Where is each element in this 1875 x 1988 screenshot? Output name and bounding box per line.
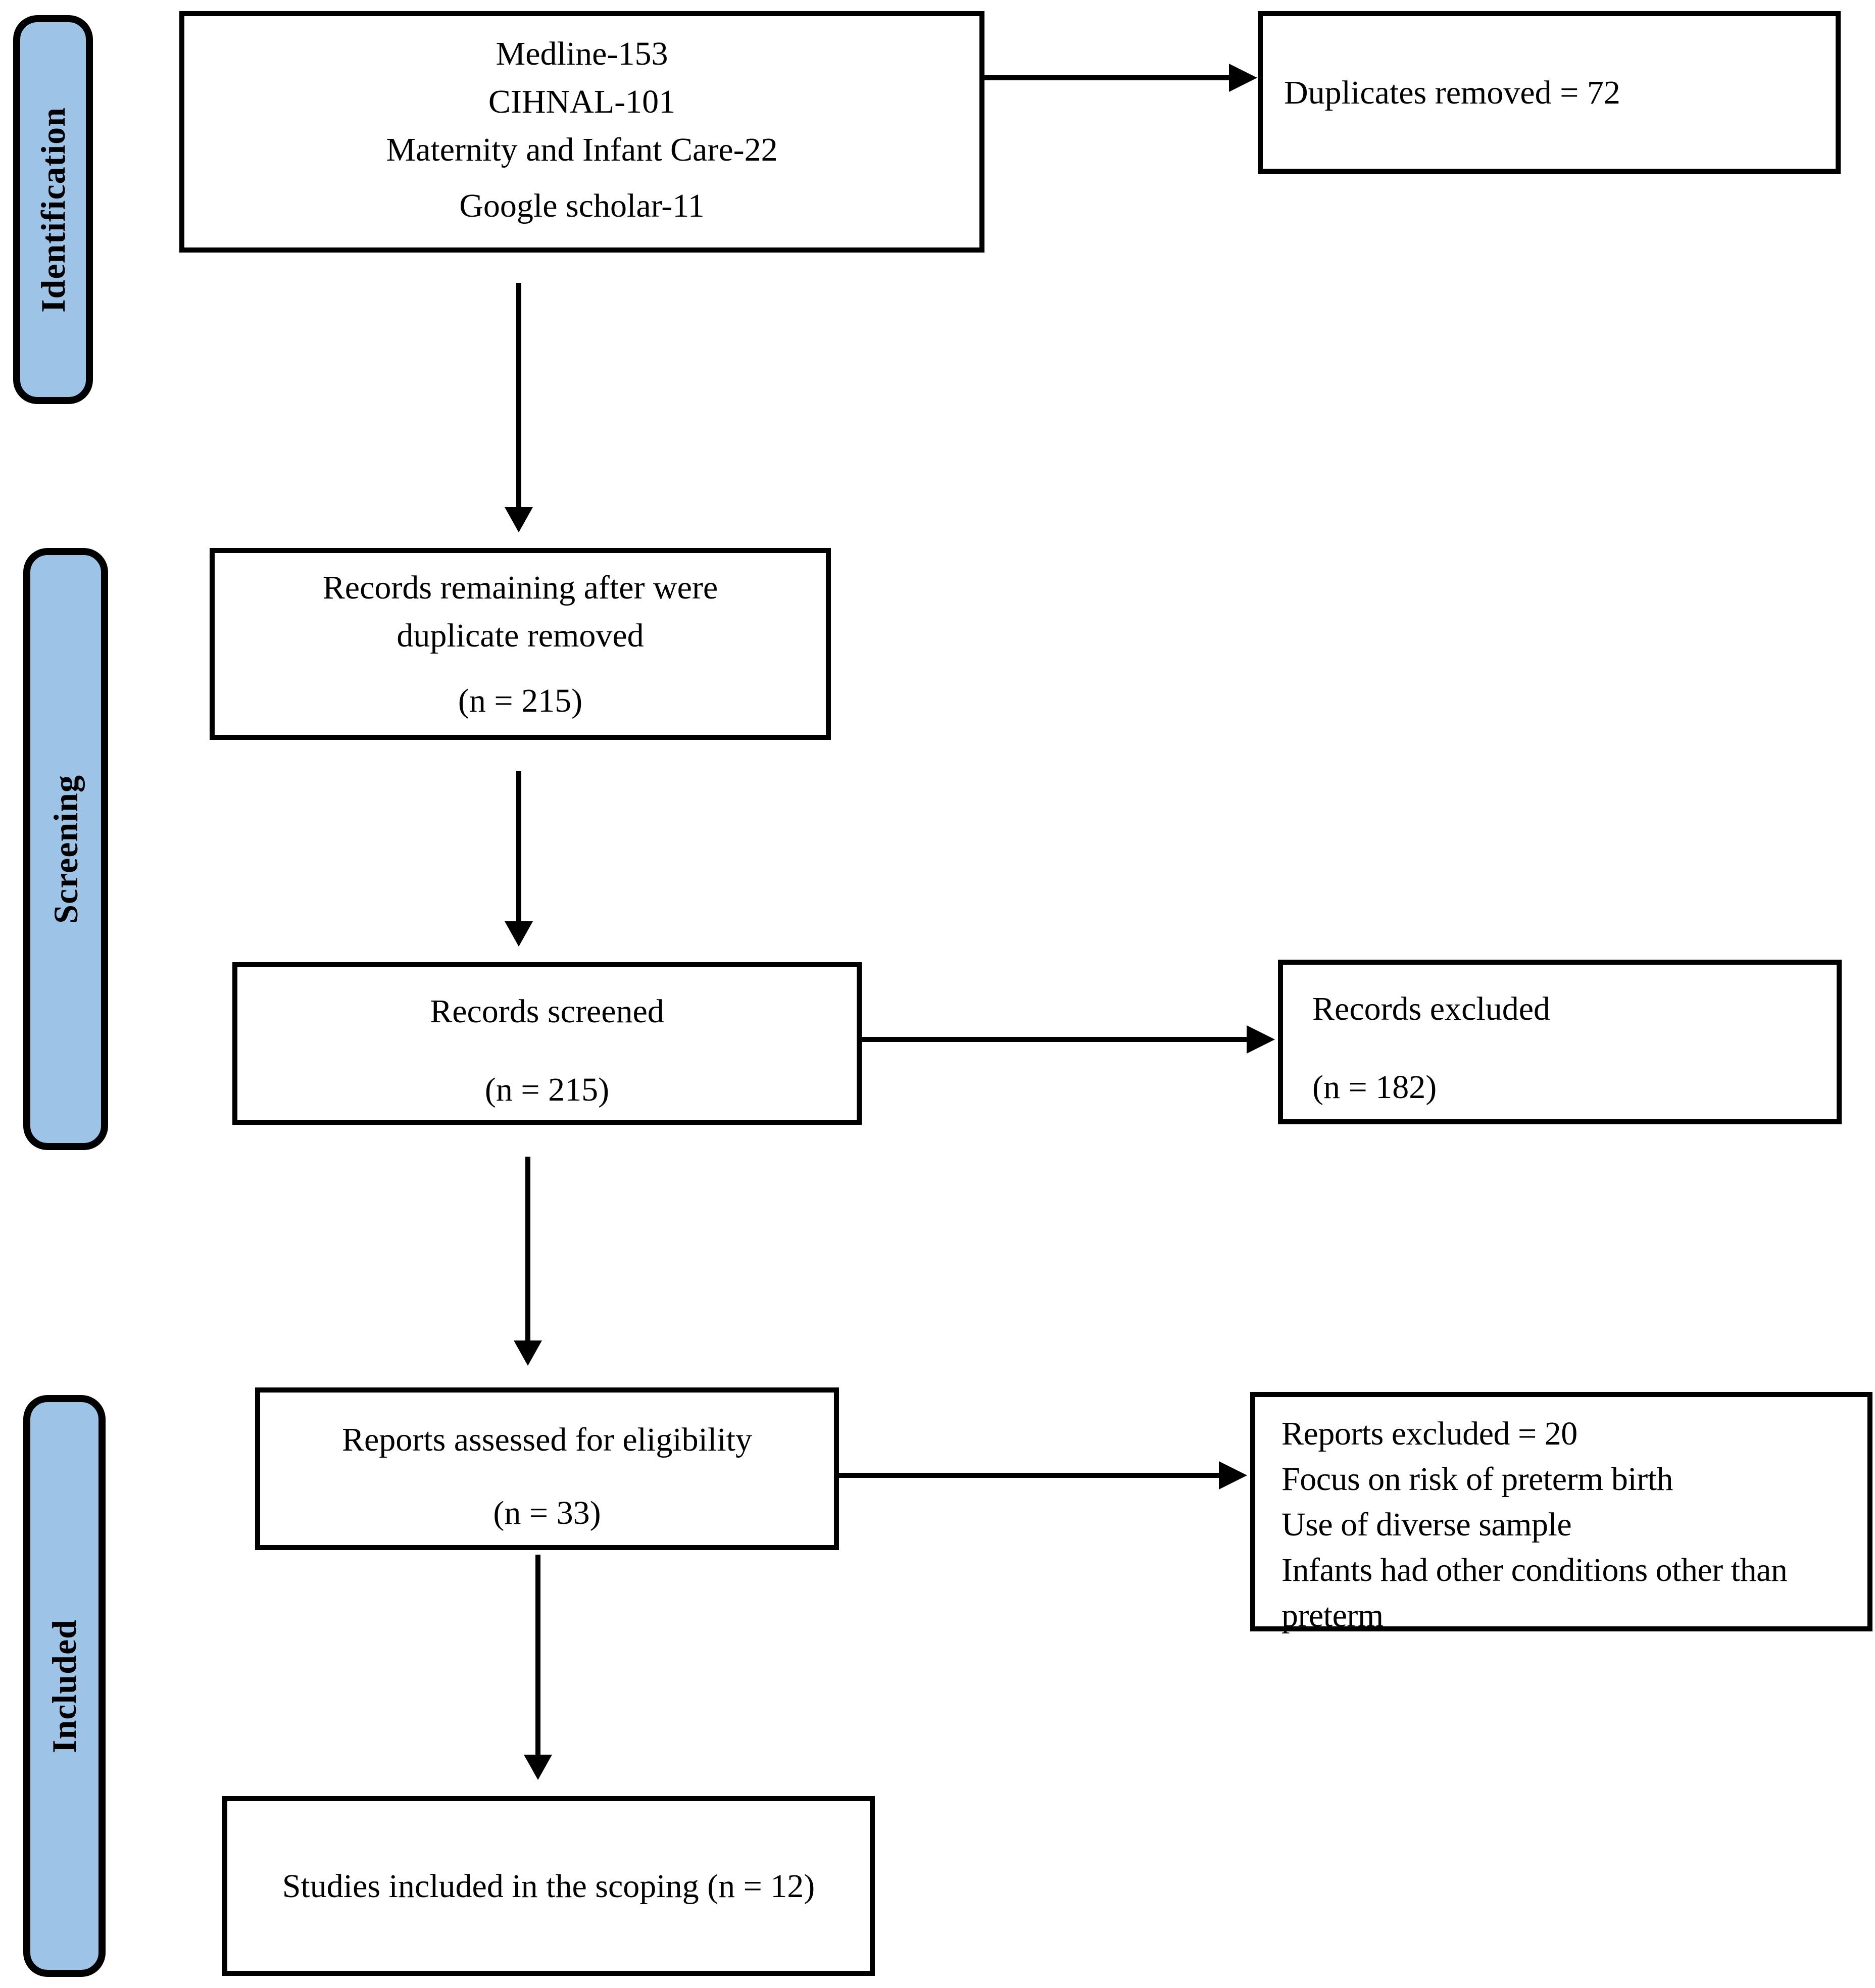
records-screened-title: Records screened	[430, 993, 664, 1030]
stage-label-identification-text: Identification	[33, 107, 72, 313]
arrow-shaft	[984, 75, 1229, 80]
box-duplicates-removed: Duplicates removed = 72	[1258, 11, 1841, 174]
arrow-head	[514, 1340, 542, 1366]
arrow-head	[505, 921, 533, 947]
records-screened-count: (n = 215)	[484, 1071, 610, 1108]
box-reports-assessed: Reports assessed for eligibility (n = 33…	[255, 1387, 839, 1550]
box-records-excluded: Records excluded (n = 182)	[1278, 960, 1842, 1124]
records-excluded-count: (n = 182)	[1312, 1069, 1437, 1106]
source-line-medline: Medline-153	[496, 35, 668, 72]
records-remaining-line1: Records remaining after were	[322, 569, 718, 606]
box-studies-included: Studies included in the scoping (n = 12)	[222, 1796, 875, 1976]
arrow-shaft	[839, 1473, 1219, 1478]
reports-excluded-reason-3: Infants had other conditions other than …	[1281, 1552, 1788, 1634]
box-records-screened: Records screened (n = 215)	[232, 962, 862, 1125]
arrow-head	[1247, 1025, 1275, 1054]
arrow-shaft	[516, 283, 521, 507]
studies-included-text: Studies included in the scoping (n = 12)	[282, 1867, 815, 1905]
reports-assessed-count: (n = 33)	[493, 1495, 601, 1531]
source-line-cihnal: CIHNAL-101	[488, 83, 676, 120]
box-database-sources: Medline-153 CIHNAL-101 Maternity and Inf…	[179, 11, 984, 253]
source-line-maternity-infant-care: Maternity and Infant Care-22	[386, 131, 778, 168]
reports-excluded-reason-2: Use of diverse sample	[1281, 1506, 1572, 1543]
arrow-shaft	[535, 1555, 540, 1755]
box-records-remaining: Records remaining after were duplicate r…	[210, 548, 831, 740]
stage-label-screening-text: Screening	[46, 774, 85, 924]
arrow-head	[1219, 1461, 1247, 1489]
arrow-head	[505, 507, 533, 532]
duplicates-removed-text: Duplicates removed = 72	[1284, 74, 1620, 111]
arrow-shaft	[862, 1037, 1247, 1042]
stage-label-identification: Identification	[13, 15, 93, 404]
records-remaining-count: (n = 215)	[458, 682, 583, 719]
reports-assessed-title: Reports assessed for eligibility	[341, 1421, 753, 1458]
arrow-head	[524, 1755, 552, 1780]
arrow-head	[1229, 64, 1257, 92]
source-line-google-scholar: Google scholar-11	[459, 187, 705, 224]
stage-label-included: Included	[23, 1395, 106, 1977]
arrow-shaft	[525, 1157, 530, 1340]
records-excluded-title: Records excluded	[1312, 990, 1550, 1027]
box-reports-excluded: Reports excluded = 20 Focus on risk of p…	[1250, 1392, 1872, 1634]
reports-excluded-count-line: Reports excluded = 20	[1281, 1415, 1577, 1452]
arrow-shaft	[516, 771, 521, 921]
stage-label-screening: Screening	[23, 548, 108, 1150]
reports-excluded-reason-1: Focus on risk of preterm birth	[1281, 1461, 1673, 1498]
records-remaining-line2: duplicate removed	[397, 617, 644, 654]
stage-label-included-text: Included	[45, 1619, 83, 1753]
